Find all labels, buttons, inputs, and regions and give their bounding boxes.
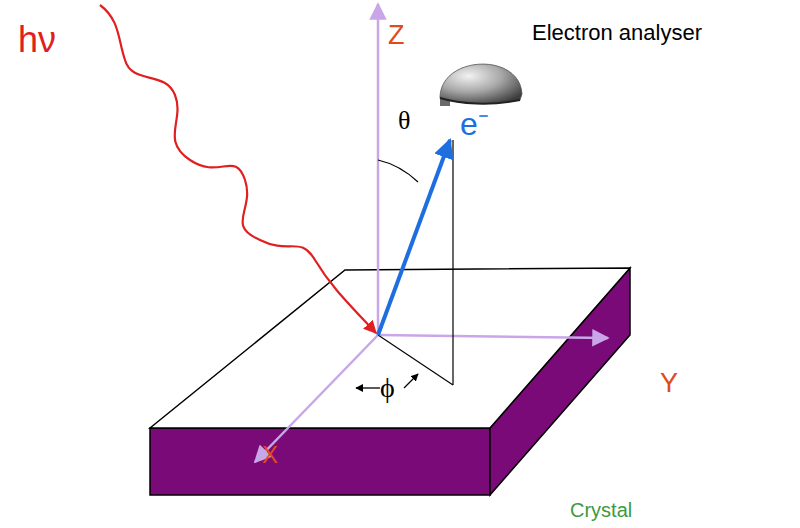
- angle-label: θ: [398, 108, 410, 134]
- axes: [255, 4, 608, 462]
- photon-label: hν: [18, 22, 56, 58]
- electron-arrow: [378, 140, 450, 335]
- photon-wave: [100, 5, 376, 333]
- axis-label: X: [262, 443, 278, 467]
- projection-lines: [378, 140, 453, 385]
- electron-analyser: [440, 64, 522, 106]
- axis-label: Z: [388, 22, 405, 49]
- angle-label: ϕ: [380, 374, 395, 402]
- axis-label: Y: [660, 370, 678, 397]
- electron-label: e⁻: [460, 108, 489, 140]
- instrument-label: Electron analyser: [532, 22, 702, 44]
- material-label: Crystal: [570, 500, 632, 520]
